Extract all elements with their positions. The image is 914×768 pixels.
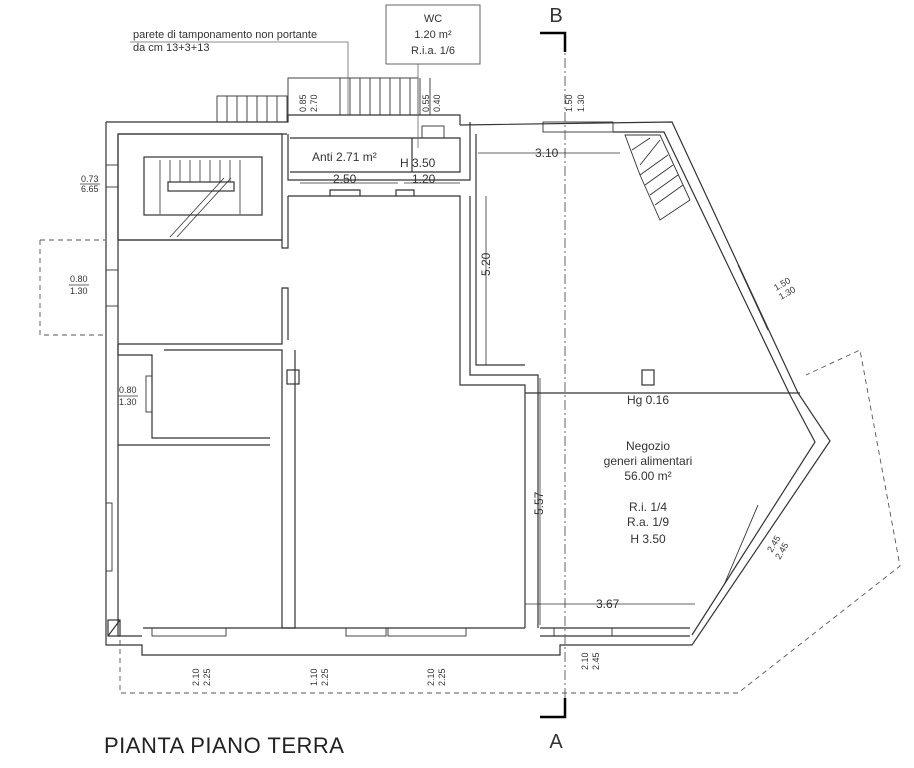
shop-hg: Hg 0.16	[627, 393, 669, 407]
windows	[105, 121, 769, 637]
opening-bot-b-2: 2.25	[320, 668, 330, 686]
opening-top-b-1: 0.55	[421, 94, 431, 112]
shop-name-2: generi alimentari	[604, 454, 693, 468]
opening-top-c-1: 1.50	[564, 94, 574, 112]
section-label-top: B	[549, 5, 562, 27]
anti-height: H 3.50	[400, 156, 436, 170]
section-label-bottom: A	[549, 731, 563, 753]
dim-367: 3.67	[596, 597, 620, 611]
wc-name: WC	[424, 13, 442, 25]
opening-bot-a-1: 2.10	[191, 668, 201, 686]
note-leader	[130, 41, 349, 115]
shop-height: H 3.50	[630, 532, 666, 546]
opening-top-a-1: 0.85	[298, 94, 308, 112]
opening-bot-c-2: 2.25	[437, 668, 447, 686]
projection-outline	[119, 349, 901, 694]
anti-wc-walls	[287, 122, 471, 197]
shop-ri: R.i. 1/4	[629, 500, 667, 514]
dim-310: 3.10	[535, 146, 559, 160]
shop-ra: R.a. 1/9	[627, 515, 669, 529]
anti-label: Anti 2.71 m²	[312, 150, 377, 164]
opening-top-a-2: 2.70	[309, 94, 319, 112]
opening-left-a-2: 6.65	[81, 184, 99, 194]
dim-250: 2.50	[333, 172, 357, 186]
staircase-right	[624, 134, 691, 221]
opening-top-c-2: 1.30	[576, 94, 586, 112]
dim-120: 1.20	[412, 172, 436, 186]
note-line2: da cm 13+3+13	[133, 42, 209, 54]
note-line1: parete di tamponamento non portante	[133, 29, 317, 41]
opening-bot-b-1: 1.10	[309, 668, 319, 686]
wc-area: 1.20 m²	[414, 29, 452, 41]
dim-557: 5.57	[532, 491, 546, 515]
opening-bot-d-1: 2.10	[580, 652, 590, 670]
opening-bot-a-2: 2.25	[202, 668, 212, 686]
interior-walls	[107, 134, 800, 637]
wc-label-box	[385, 4, 481, 65]
opening-bot-c-1: 2.10	[426, 668, 436, 686]
opening-left-a-1: 0.73	[81, 174, 99, 184]
opening-left-b-1: 0.80	[70, 274, 88, 284]
opening-left-c-1: 0.80	[119, 385, 137, 395]
opening-bot-d-2: 2.45	[591, 652, 601, 670]
dimension-lines	[300, 152, 695, 625]
staircase-left	[117, 133, 283, 241]
shop-name-1: Negozio	[626, 439, 670, 453]
staircase-top	[216, 77, 445, 139]
projection-left	[39, 239, 105, 336]
opening-top-b-2: 0.40	[432, 94, 442, 112]
section-mark-top	[540, 31, 567, 52]
shop-area: 56.00 m²	[624, 469, 671, 483]
opening-left-b-2: 1.30	[70, 286, 88, 296]
plan-title: PIANTA PIANO TERRA	[104, 733, 345, 758]
wc-ratio: R.i.a. 1/6	[411, 45, 455, 57]
dim-520: 5.20	[479, 252, 493, 276]
fraction-bars	[69, 183, 138, 397]
opening-left-c-2: 1.30	[119, 397, 137, 407]
section-mark-bottom	[540, 698, 567, 719]
